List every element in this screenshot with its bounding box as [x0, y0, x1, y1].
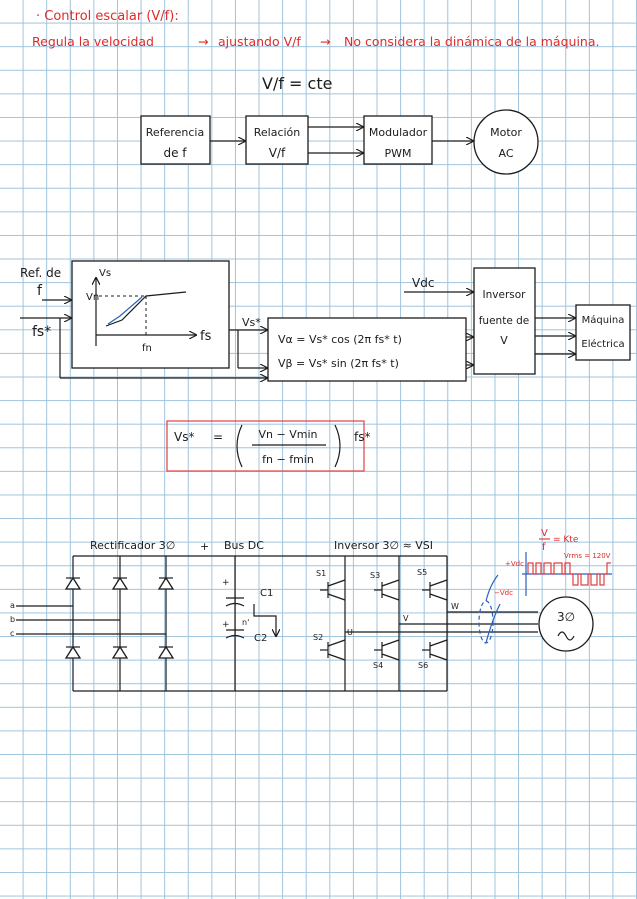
vf-ratio-bottom: f	[542, 542, 546, 553]
switch-s6-label: S6	[418, 661, 428, 670]
phase-b-label: b	[10, 615, 15, 624]
vs-star-label: Vs*	[242, 316, 261, 329]
switch-s2-label: S2	[313, 633, 323, 642]
vs-formula: Vs* = Vn − Vmin fn − fmin fs*	[166, 420, 370, 472]
pwm-modulator-box	[363, 115, 433, 165]
bus-dc-label: Bus DC	[224, 539, 264, 552]
inverter-line1: Inversor	[483, 289, 527, 301]
intro-part-c: No considera la dinámica de la máquina.	[344, 34, 599, 49]
graph-xlabel: fs	[200, 329, 212, 344]
section-title: · Control escalar (V/f):	[36, 9, 179, 24]
ref-f-line1: Referencia	[146, 126, 204, 139]
alpha-beta-block	[267, 317, 467, 382]
switch-s4-label: S4	[373, 661, 383, 670]
machine-line1: Máquina	[582, 314, 625, 326]
vf-ratio-constant: = Kte	[553, 535, 579, 545]
three-phase-motor	[538, 596, 594, 652]
vf-ratio-top: V	[541, 528, 548, 539]
ac-motor-circle	[473, 109, 539, 175]
pwm-waveform: V f = Kte Vrms = 120V +Vdc −Vdc	[494, 528, 612, 597]
vf-relation-line1: Relación	[254, 126, 301, 139]
switch-s3-label: S3	[370, 571, 380, 580]
fs-input-label: fs*	[32, 324, 51, 340]
machine-block	[575, 304, 631, 361]
vf-relation-box	[245, 115, 309, 165]
vf-relation-line2: V/f	[269, 146, 286, 160]
ref-f-box	[140, 115, 211, 165]
rectifier-label: Rectificador 3∅	[90, 539, 175, 552]
formula-frame	[166, 420, 365, 472]
power-circuit: Rectificador 3∅ + Bus DC Inversor 3∅ ≈ V…	[10, 528, 612, 692]
intro-arrow-2: →	[320, 34, 330, 49]
intro-part-a: Regula la velocidad	[32, 34, 154, 49]
diode-bridge	[64, 556, 175, 691]
vdc-negative-label: −Vdc	[494, 589, 513, 597]
graph-fn-label: fn	[142, 343, 152, 354]
phase-a-label: a	[10, 601, 15, 610]
switch-s1-label: S1	[316, 569, 326, 578]
inverter-label: Inversor 3∅ ≈ VSI	[334, 539, 433, 552]
neutral-label: n'	[242, 618, 249, 627]
intro-part-b: ajustando V/f	[218, 34, 301, 49]
formula-eq: =	[213, 430, 223, 444]
formula-lhs: Vs*	[174, 430, 194, 444]
ref-label-line1: Ref. de	[20, 266, 61, 280]
svg-text:+: +	[222, 620, 230, 630]
plus-sign: +	[200, 540, 209, 553]
phase-c-label: c	[10, 629, 14, 638]
intro-arrow-1: →	[198, 34, 208, 49]
ref-label-line2: f	[37, 283, 43, 299]
constant-ratio-equation: V/f = cte	[262, 74, 332, 93]
c2-label: C2	[254, 633, 267, 644]
block-diagram-1: Referencia de f Relación V/f Modulador P…	[140, 109, 539, 175]
inverter-block	[473, 267, 536, 375]
ref-f-line2: de f	[163, 146, 187, 160]
ac-motor-line1: Motor	[490, 126, 522, 139]
pwm-modulator-line1: Modulador	[369, 126, 428, 139]
vdc-positive-label: +Vdc	[505, 560, 524, 568]
v-alpha-equation: Vα = Vs* cos (2π fs* t)	[278, 333, 402, 346]
three-phase-motor-label: 3∅	[557, 610, 575, 624]
node-w-label: W	[451, 602, 459, 611]
node-v-label: V	[403, 614, 409, 623]
vdc-label: Vdc	[412, 276, 434, 290]
graph-vn-label: Vn	[86, 292, 99, 303]
formula-rhs: fs*	[354, 430, 370, 444]
measurement-loop	[478, 600, 494, 644]
formula-denominator: fn − fmin	[262, 453, 314, 466]
v-beta-equation: Vβ = Vs* sin (2π fs* t)	[278, 357, 399, 370]
block-diagram-2: Ref. de f fs* Vs Vn fn fs Vs* Vα = Vs* c…	[20, 260, 631, 382]
graph-ylabel: Vs	[99, 268, 111, 279]
inverter-line2: fuente de	[479, 315, 530, 327]
ac-motor-line2: AC	[498, 147, 513, 160]
machine-line2: Eléctrica	[581, 338, 624, 350]
pwm-modulator-line2: PWM	[384, 147, 411, 160]
switch-s5-label: S5	[417, 568, 427, 577]
svg-text:+: +	[222, 578, 230, 588]
inverter-line3: V	[500, 334, 508, 347]
formula-numerator: Vn − Vmin	[259, 428, 318, 441]
vrms-label: Vrms = 120V	[564, 552, 611, 560]
c1-label: C1	[260, 588, 273, 599]
